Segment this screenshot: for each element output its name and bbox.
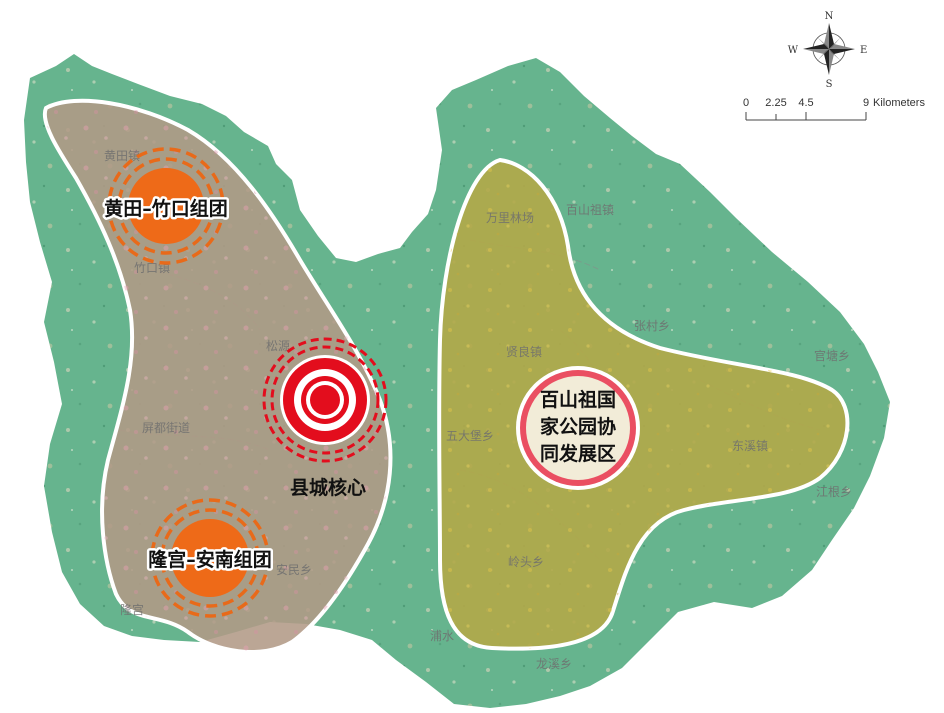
place-pingdu: 屏都街道	[142, 421, 190, 435]
compass-east: E	[860, 45, 867, 56]
place-huangtian: 黄田镇	[104, 149, 140, 163]
place-lingtou: 岭头乡	[508, 555, 544, 569]
place-pushui: 浦水	[430, 629, 454, 643]
scale-tick-3: 9	[863, 97, 869, 109]
place-xianliang: 贤良镇	[506, 344, 542, 359]
scale-bar: 0 2.25 4.5 9 Kilometers	[743, 97, 925, 121]
huangtian-cluster: 黄田–竹口组团	[102, 147, 230, 265]
park-label-line1: 百山祖国	[540, 388, 616, 411]
place-guanyang: 官塘乡	[814, 348, 850, 363]
longgong-cluster: 隆宫–安南组团	[146, 498, 274, 618]
compass-south: S	[826, 79, 833, 90]
county-core-marker	[262, 337, 388, 463]
park-center-marker: 百山祖国 家公园协 同发展区	[516, 366, 640, 490]
scale-tick-1: 2.25	[765, 97, 786, 109]
place-baishanzu: 百山祖镇	[566, 202, 614, 217]
longgong-label: 隆宫–安南组团	[148, 548, 272, 571]
county-core-label: 县城核心	[290, 476, 366, 499]
park-label-line3: 同发展区	[540, 442, 616, 465]
place-longgong: 隆宫	[120, 602, 144, 617]
huangtian-label: 黄田–竹口组团	[104, 197, 228, 220]
park-zone-texture	[439, 160, 848, 649]
scale-unit: Kilometers	[873, 97, 925, 109]
place-longxi: 龙溪乡	[536, 657, 572, 671]
scale-tick-2: 4.5	[798, 97, 813, 109]
scale-tick-0: 0	[743, 97, 749, 109]
park-label-line2: 家公园协	[540, 415, 616, 438]
place-wuda: 五大堡乡	[446, 428, 494, 443]
compass-north: N	[825, 11, 834, 22]
place-dongxi: 东溪镇	[732, 439, 768, 453]
place-songyuan: 松源	[266, 339, 290, 353]
place-jiangen: 江根乡	[816, 485, 852, 499]
place-wanli: 万里林场	[486, 211, 534, 225]
place-zhangcun: 张村乡	[634, 319, 670, 333]
compass-west: W	[788, 45, 799, 56]
place-anmin: 安民乡	[276, 562, 312, 577]
compass-rose: N S E W	[788, 11, 868, 90]
